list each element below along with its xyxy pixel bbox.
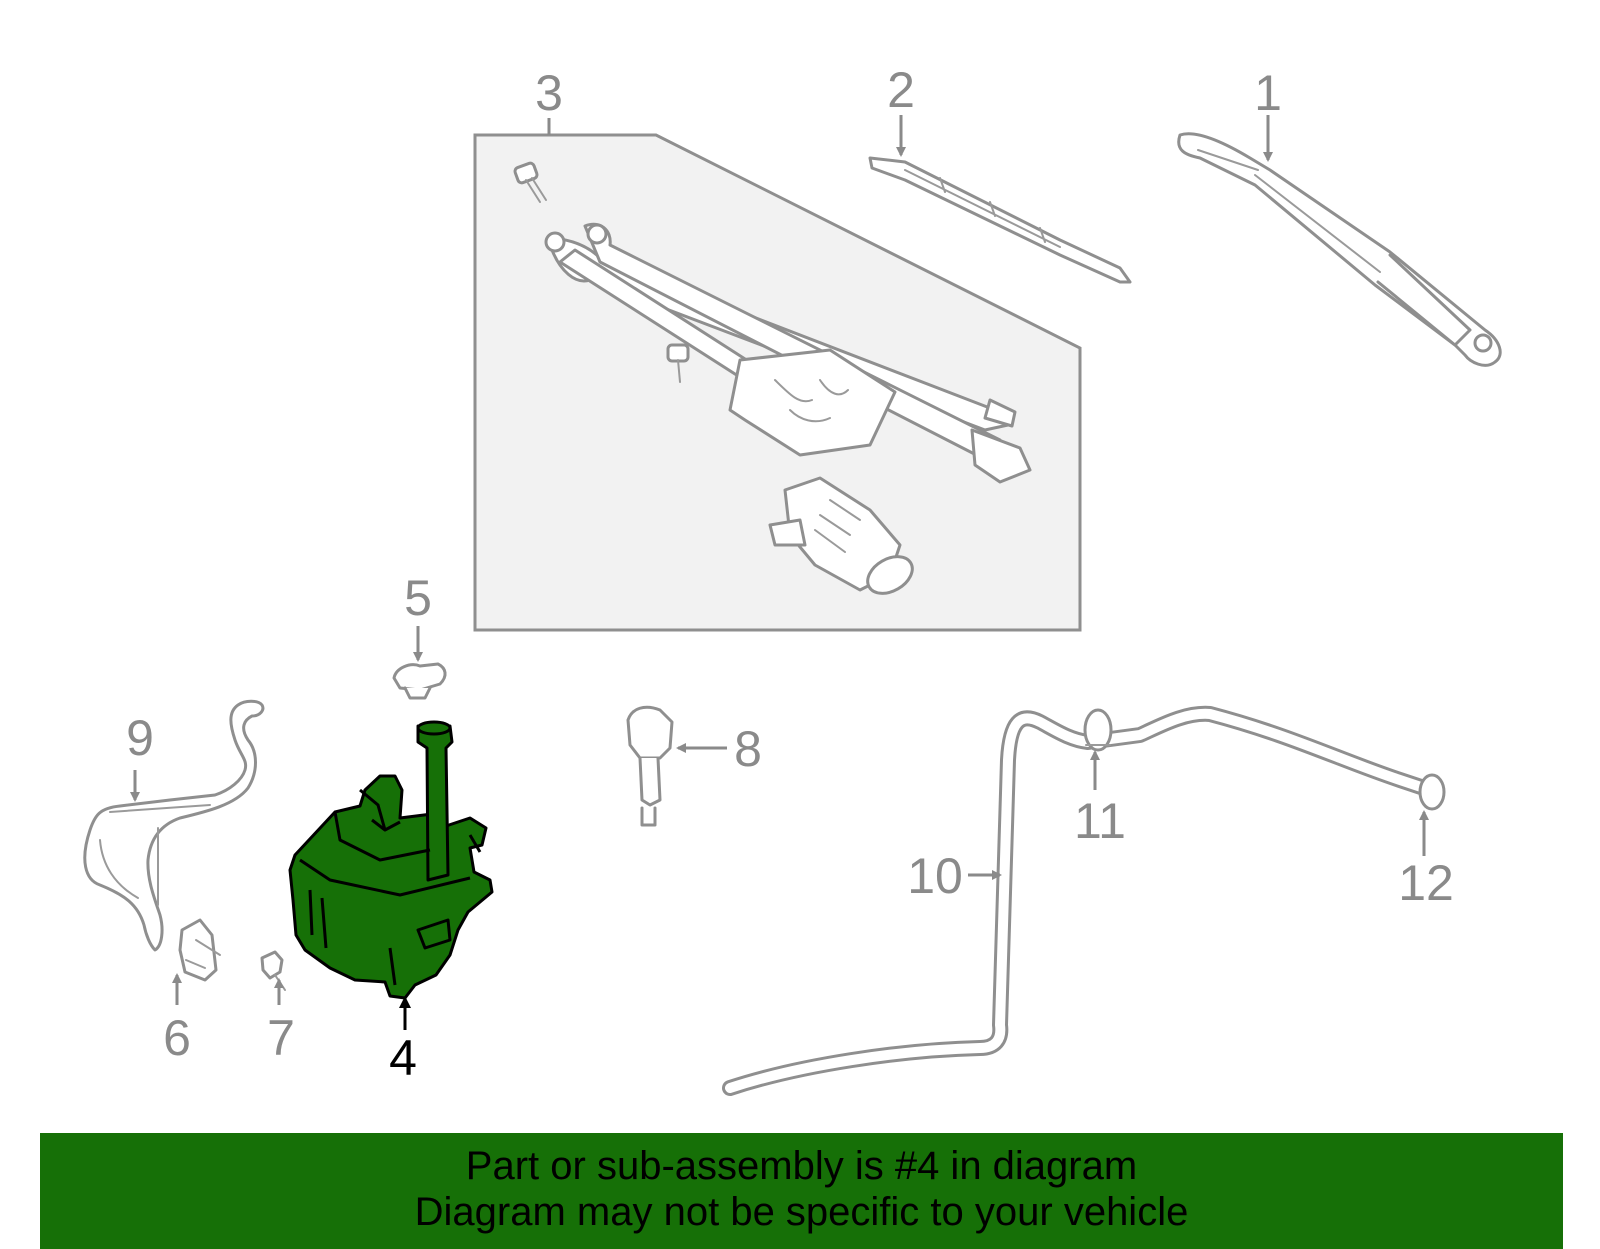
callout-11: 11 bbox=[1074, 793, 1126, 849]
callout-9: 9 bbox=[126, 710, 154, 766]
wiper-blade[interactable] bbox=[868, 156, 1132, 284]
callout-4: 4 bbox=[389, 1030, 417, 1086]
motor-bracket-icon bbox=[728, 348, 897, 457]
leader-lines bbox=[130, 115, 1429, 1030]
bolt-icon bbox=[513, 161, 547, 203]
washer-reservoir-highlighted[interactable] bbox=[288, 720, 494, 1000]
clip[interactable] bbox=[178, 918, 221, 982]
washer-hose[interactable] bbox=[722, 705, 1438, 1096]
callout-10: 10 bbox=[907, 848, 963, 904]
callout-12: 12 bbox=[1398, 855, 1454, 911]
reservoir-bracket[interactable] bbox=[83, 699, 265, 952]
reservoir-cap[interactable] bbox=[392, 662, 447, 700]
wiper-motor-icon bbox=[768, 476, 914, 595]
wiper-arm[interactable] bbox=[1177, 132, 1502, 367]
info-banner: Part or sub-assembly is #4 in diagram Di… bbox=[40, 1133, 1563, 1249]
callout-3: 3 bbox=[535, 65, 563, 121]
washer-pump[interactable] bbox=[260, 950, 286, 991]
callout-6: 6 bbox=[163, 1010, 191, 1066]
wiper-linkage-assembly[interactable] bbox=[473, 133, 1082, 632]
callout-8: 8 bbox=[734, 721, 762, 777]
hose-connector[interactable] bbox=[1083, 708, 1113, 752]
callout-1: 1 bbox=[1254, 65, 1282, 121]
washer-nozzle[interactable] bbox=[626, 705, 674, 827]
banner-line-2: Diagram may not be specific to your vehi… bbox=[414, 1190, 1189, 1234]
banner-line-1: Part or sub-assembly is #4 in diagram bbox=[465, 1144, 1138, 1188]
callout-2: 2 bbox=[887, 62, 915, 118]
bolt-icon bbox=[666, 343, 690, 383]
callout-5: 5 bbox=[404, 570, 432, 626]
hose-end-connector[interactable] bbox=[1418, 773, 1446, 811]
callout-7: 7 bbox=[267, 1010, 295, 1066]
